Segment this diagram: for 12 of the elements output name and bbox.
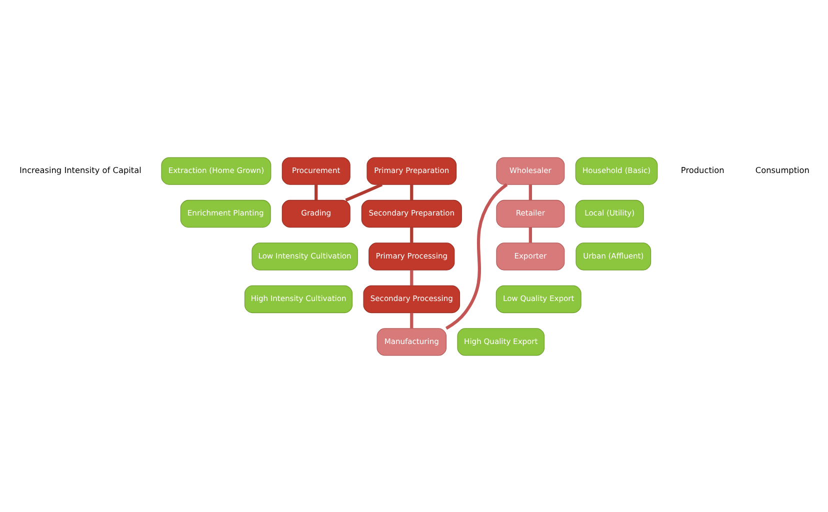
connector (528, 226, 532, 242)
label: Production (680, 164, 724, 175)
connector (410, 270, 414, 286)
label: Consumption (755, 164, 810, 175)
connector (410, 184, 414, 200)
connector (528, 184, 532, 200)
connector (410, 312, 414, 328)
connector (410, 226, 414, 242)
label: Increasing Intensity of Capital (20, 164, 142, 175)
connector (314, 184, 318, 200)
connector (345, 182, 383, 202)
connector (445, 182, 508, 330)
